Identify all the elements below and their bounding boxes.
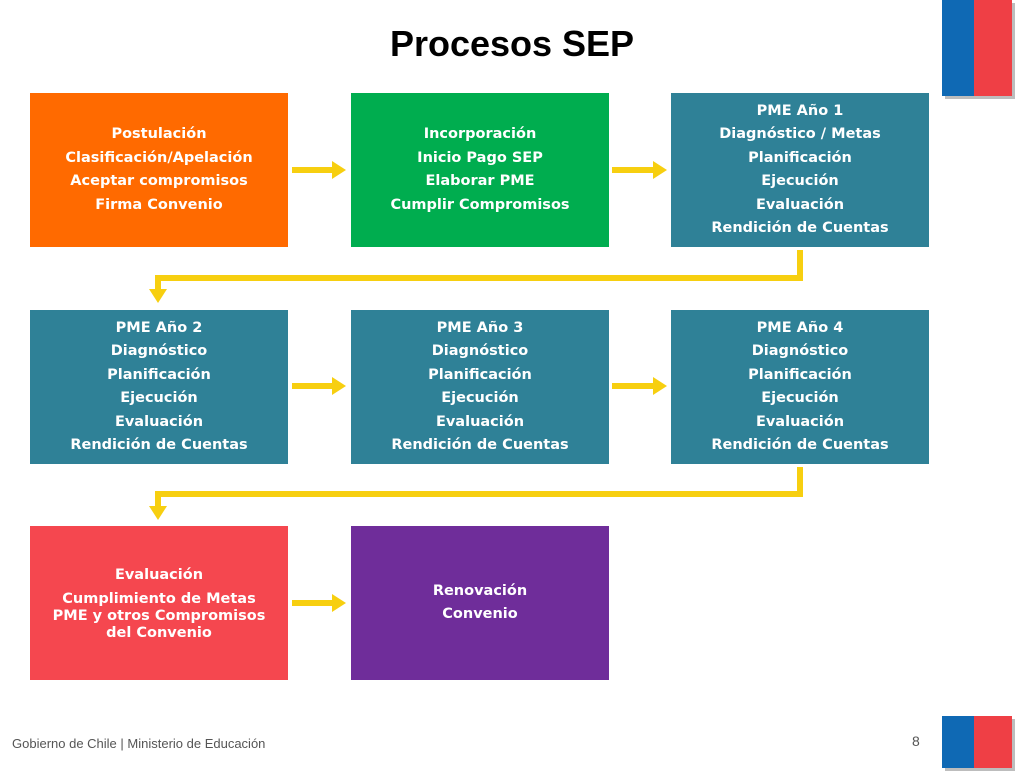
box-line: Cumplir Compromisos bbox=[390, 196, 570, 213]
box-line: Diagnóstico bbox=[751, 343, 849, 359]
right-arrow-head bbox=[653, 161, 667, 179]
box-line: Cumplimiento de Metas bbox=[62, 591, 256, 608]
down-arrow-head bbox=[149, 506, 167, 520]
box-line: Ejecución bbox=[441, 390, 519, 406]
box-line: Postulación bbox=[111, 126, 207, 142]
box-line: Rendición de Cuentas bbox=[391, 437, 569, 453]
box-line: Evaluación bbox=[435, 413, 525, 430]
box-renovacion-convenio: Renovación Convenio bbox=[351, 526, 609, 680]
box-line: Ejecución bbox=[120, 390, 198, 406]
box-pme-ano-1: PME Año 1 Diagnóstico / Metas Planificac… bbox=[671, 93, 929, 247]
right-arrow-head bbox=[332, 377, 346, 395]
box-line: Elaborar PME bbox=[425, 173, 535, 189]
box-line: Convenio bbox=[442, 606, 518, 622]
box-pme-ano-2: PME Año 2 Diagnóstico Planificación Ejec… bbox=[30, 310, 288, 464]
page-title: Procesos SEP bbox=[389, 23, 635, 64]
box-pme-ano-3: PME Año 3 Diagnóstico Planificación Ejec… bbox=[351, 310, 609, 464]
return-arrow-path bbox=[155, 467, 803, 508]
box-line: Inicio Pago SEP bbox=[417, 149, 543, 166]
footer-text: Gobierno de Chile | Ministerio de Educac… bbox=[12, 736, 266, 751]
right-arrow-head bbox=[332, 161, 346, 179]
box-line: Rendición de Cuentas bbox=[711, 437, 889, 453]
box-line: del Convenio bbox=[106, 625, 212, 642]
page-number: 8 bbox=[912, 733, 920, 749]
box-line: Evaluación bbox=[114, 413, 204, 430]
box-line: PME Año 4 bbox=[756, 319, 844, 336]
box-postulacion: Postulación Clasificación/Apelación Acep… bbox=[30, 93, 288, 247]
box-line: PME y otros Compromisos bbox=[52, 608, 266, 625]
box-line: Rendición de Cuentas bbox=[70, 437, 248, 453]
box-evaluacion-cumplimiento: Evaluación Cumplimiento de Metas PME y o… bbox=[30, 526, 288, 680]
chile-flag-logo-footer bbox=[942, 716, 1015, 771]
box-line: Planificación bbox=[748, 149, 852, 166]
box-line: Rendición de Cuentas bbox=[711, 220, 889, 236]
box-line: PME Año 3 bbox=[436, 319, 524, 336]
box-line: Clasificación/Apelación bbox=[65, 149, 253, 166]
chile-flag-logo bbox=[942, 0, 1015, 99]
box-line: Aceptar compromisos bbox=[70, 173, 248, 189]
box-line: Planificación bbox=[748, 366, 852, 383]
box-line: Diagnóstico bbox=[431, 343, 529, 359]
box-line: Ejecución bbox=[761, 390, 839, 406]
box-line: Diagnóstico bbox=[110, 343, 208, 359]
box-line: PME Año 1 bbox=[756, 102, 844, 119]
box-pme-ano-4: PME Año 4 Diagnóstico Planificación Ejec… bbox=[671, 310, 929, 464]
box-incorporacion: Incorporación Inicio Pago SEP Elaborar P… bbox=[351, 93, 609, 247]
down-arrow-head bbox=[149, 289, 167, 303]
right-arrow-head bbox=[653, 377, 667, 395]
return-arrow-path bbox=[155, 250, 803, 291]
box-line: Diagnóstico / Metas bbox=[719, 126, 881, 142]
box-line: Firma Convenio bbox=[95, 196, 223, 213]
box-line: Incorporación bbox=[423, 126, 537, 142]
box-line: Evaluación bbox=[114, 566, 204, 583]
box-line: Renovación bbox=[432, 582, 528, 599]
right-arrow-head bbox=[332, 594, 346, 612]
box-line: Evaluación bbox=[755, 196, 845, 213]
box-line: Planificación bbox=[107, 366, 211, 383]
box-line: Ejecución bbox=[761, 173, 839, 189]
box-line: PME Año 2 bbox=[115, 319, 203, 336]
box-line: Evaluación bbox=[755, 413, 845, 430]
box-line: Planificación bbox=[428, 366, 532, 383]
